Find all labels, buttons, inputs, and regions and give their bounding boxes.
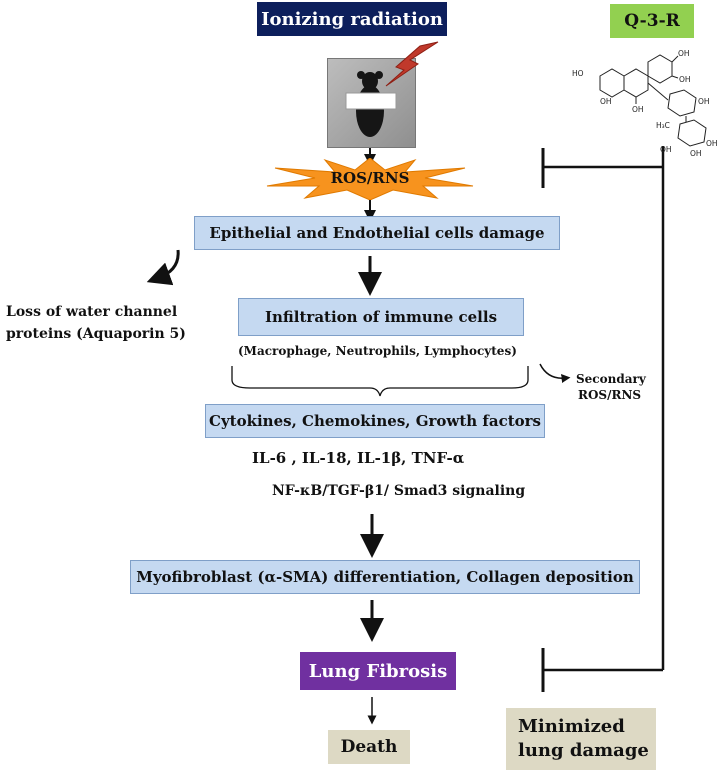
molecule-label: OH <box>660 145 672 154</box>
q3r-molecule: HO OH OH OH OH OH H₃C OH OH OH <box>572 49 718 157</box>
molecule-label: H₃C <box>656 121 670 130</box>
molecule-label: HO <box>572 69 584 78</box>
ionizing-radiation-label: Ionizing radiation <box>257 2 447 36</box>
arrow-to-secondary-ros <box>539 363 571 383</box>
arrow-damage-to-aquaporin <box>146 249 180 286</box>
cytokines-box: Cytokines, Chemokines, Growth factors <box>205 404 545 438</box>
molecule-label: OH <box>678 49 690 58</box>
aquaporin-text-line1: Loss of water channel <box>6 304 178 320</box>
aquaporin-text-line2: proteins (Aquaporin 5) <box>6 326 186 342</box>
lightning-icon <box>385 41 439 87</box>
ros-rns-label: ROS/RNS <box>330 169 410 187</box>
immune-cells-text: (Macrophage, Neutrophils, Lymphocytes) <box>238 344 517 358</box>
death-box: Death <box>328 730 410 764</box>
minimized-lung-damage-box: Minimized lung damage <box>506 708 656 770</box>
molecule-label: OH <box>706 139 718 148</box>
myofibroblast-box: Myofibroblast (α-SMA) differentiation, C… <box>130 560 640 594</box>
cell-damage-box: Epithelial and Endothelial cells damage <box>194 216 560 250</box>
ros-rns-burst: ROS/RNS <box>265 158 475 200</box>
molecule-label: OH <box>690 149 702 157</box>
secondary-ros-line1: Secondary <box>576 372 646 386</box>
interleukins-text: IL-6 , IL-18, IL-1β, TNF-α <box>252 449 465 467</box>
signaling-text: NF-κB/TGF-β1/ Smad3 signaling <box>272 483 526 499</box>
secondary-ros-line2: ROS/RNS <box>578 388 642 402</box>
burst-shape <box>266 158 474 200</box>
mouse-silhouette <box>345 71 397 137</box>
molecule-label: OH <box>632 105 644 114</box>
molecule-label: OH <box>698 97 710 106</box>
brace <box>231 366 529 397</box>
immune-infiltration-box: Infiltration of immune cells <box>238 298 524 336</box>
molecule-label: OH <box>679 75 691 84</box>
lung-fibrosis-box: Lung Fibrosis <box>300 652 456 690</box>
molecule-label: OH <box>600 97 612 106</box>
q3r-label: Q-3-R <box>610 4 694 38</box>
